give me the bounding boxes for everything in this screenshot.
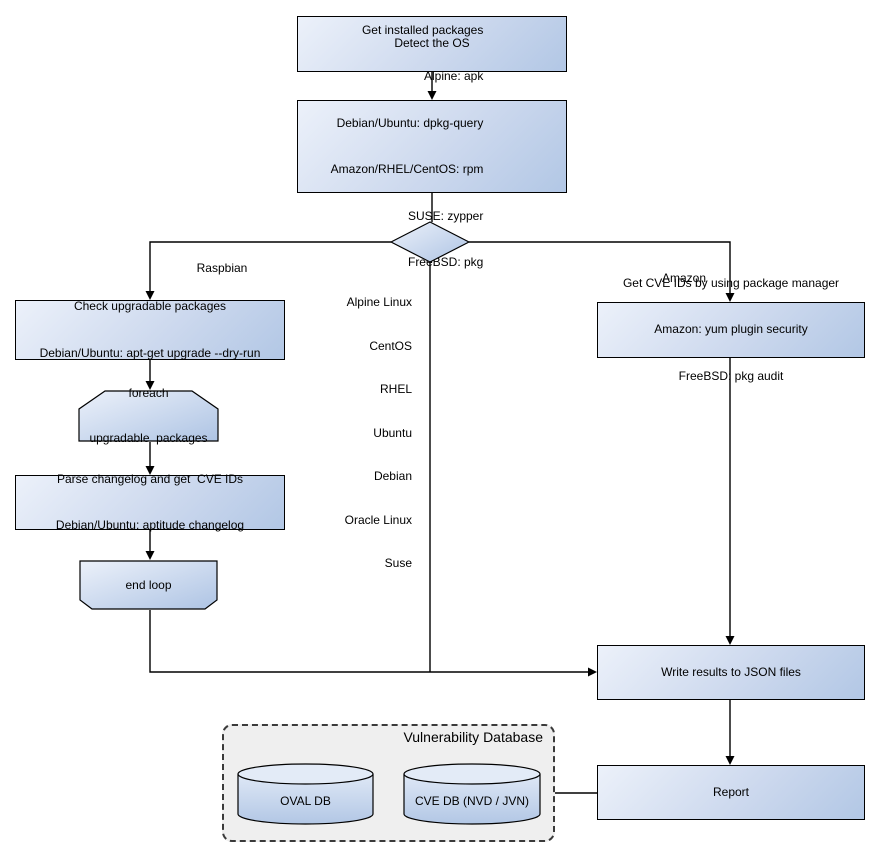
- edge-endloop-to-write: [149, 610, 589, 673]
- node-write-results: Write results to JSON files: [597, 645, 865, 700]
- node-cve-db-label: CVE DB (NVD / JVN): [414, 794, 529, 808]
- node-end-loop: end loop: [79, 560, 218, 610]
- node-detect-os-label: Detect the OS: [394, 36, 470, 51]
- node-os-decision-diamond: [389, 221, 471, 263]
- node-get-cve-by-pkg-mgr-text: Get CVE IDs by using package manager Ama…: [622, 275, 840, 383]
- node-get-installed-packages: Get installed packages Alpine: apk Debia…: [297, 23, 567, 269]
- edge-decision-left: [149, 241, 391, 292]
- node-check-upgradable: Check upgradable packages Debian/Ubuntu:…: [15, 299, 285, 360]
- node-cve-db-cylinder: CVE DB (NVD / JVN): [403, 763, 541, 825]
- node-report: Report: [597, 765, 865, 820]
- node-get-installed-packages-text: Get installed packages Alpine: apk Debia…: [330, 22, 484, 270]
- node-detect-os: Detect the OS: [297, 16, 567, 72]
- node-get-cve-by-pkg-mgr: Get CVE IDs by using package manager Ama…: [597, 276, 865, 383]
- node-report-label: Report: [712, 784, 750, 799]
- node-oval-db-cylinder: OVAL DB: [237, 763, 374, 825]
- node-parse-changelog: Parse changelog and get CVE IDs Debian/U…: [15, 472, 285, 532]
- arrowheads: [145, 91, 735, 765]
- edge-decision-right: [469, 241, 731, 294]
- node-end-loop-text: end loop: [125, 577, 172, 592]
- node-foreach-loop-text: foreach upgradable packages: [89, 386, 208, 445]
- node-foreach-loop: foreach upgradable packages: [78, 386, 219, 445]
- node-parse-changelog-text: Parse changelog and get CVE IDs Debian/U…: [55, 471, 245, 533]
- group-vulnerability-database-title: Vulnerability Database: [403, 729, 543, 745]
- edge-label-middle-os-list: Alpine Linux CentOS RHEL Ubuntu Debian O…: [344, 295, 412, 570]
- node-check-upgradable-text: Check upgradable packages Debian/Ubuntu:…: [39, 299, 261, 360]
- edge-label-raspbian: Raspbian: [196, 261, 248, 275]
- node-write-results-label: Write results to JSON files: [661, 664, 801, 679]
- node-oval-db-label: OVAL DB: [280, 794, 331, 808]
